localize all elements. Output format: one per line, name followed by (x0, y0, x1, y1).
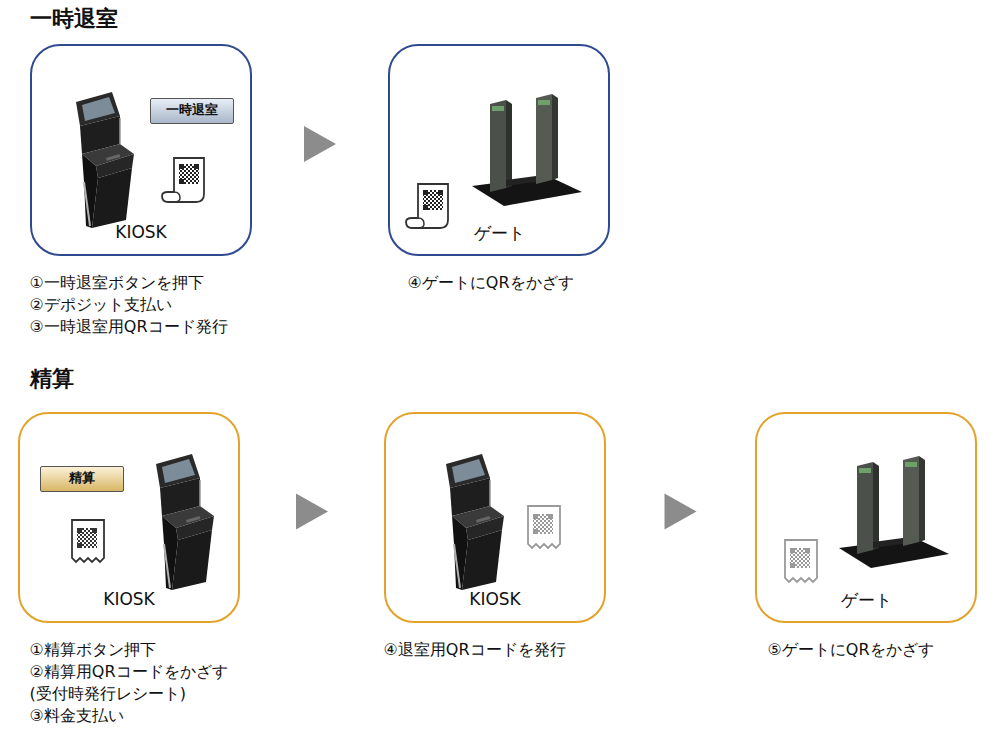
step-text: ③一時退室用QRコード発行 (30, 316, 228, 338)
arrow-head (296, 494, 328, 530)
box-label: KIOSK (20, 589, 238, 609)
step-text: ②精算用QRコードをかざす (受付時発行レシート) (30, 661, 242, 705)
section-heading: 一時退室 (30, 4, 118, 34)
process-box: ゲート④ゲートにQRをかざす (388, 44, 610, 256)
step-text: ④ゲートにQRをかざす (408, 272, 574, 294)
step-list: ④ゲートにQRをかざす (408, 272, 574, 294)
step-text: ③料金支払い (30, 705, 242, 727)
illustration-icon (432, 454, 512, 594)
step-text: ⑤ゲートにQRをかざす (768, 639, 934, 661)
illustration-icon (68, 518, 108, 564)
process-box: KIOSK①精算ボタン押下②精算用QRコードをかざす (受付時発行レシート)③料… (18, 412, 240, 623)
arrow-head (304, 126, 336, 162)
box-label: KIOSK (32, 222, 250, 242)
step-text: ②デポジット支払い (30, 294, 228, 316)
button-text: 精算 (63, 470, 101, 485)
step-text: ④退室用QRコードを発行 (384, 639, 566, 661)
illustration-icon (62, 92, 142, 232)
illustration-icon (160, 154, 210, 206)
step-text: ①精算ボタン押下 (30, 639, 242, 661)
illustration-icon (781, 538, 821, 584)
box-label: KIOSK (386, 589, 604, 609)
illustration-icon (470, 94, 585, 209)
arrow-head (665, 494, 697, 530)
button-label: 一時退室 (150, 98, 234, 124)
illustration-icon (837, 456, 952, 571)
illustration-icon (524, 504, 564, 550)
step-list: ④退室用QRコードを発行 (384, 639, 566, 661)
flow-arrow (304, 126, 336, 162)
button-label: 精算 (40, 466, 124, 492)
step-text: ①一時退室ボタンを押下 (30, 272, 228, 294)
step-list: ⑤ゲートにQRをかざす (768, 639, 934, 661)
process-box: KIOSK④退室用QRコードを発行 (384, 412, 606, 623)
flow-arrow (296, 494, 328, 530)
button-text: 一時退室 (160, 102, 224, 117)
section-heading: 精算 (30, 364, 74, 394)
step-list: ①一時退室ボタンを押下②デポジット支払い③一時退室用QRコード発行 (30, 272, 228, 338)
box-label: ゲート (757, 589, 975, 612)
box-label: ゲート (390, 222, 608, 245)
process-box: ゲート⑤ゲートにQRをかざす (755, 412, 977, 623)
illustration-icon (404, 180, 454, 232)
flow-arrow (665, 494, 697, 530)
illustration-icon (142, 454, 222, 594)
process-box: KIOSK①一時退室ボタンを押下②デポジット支払い③一時退室用QRコード発行一時… (30, 44, 252, 256)
step-list: ①精算ボタン押下②精算用QRコードをかざす (受付時発行レシート)③料金支払い (30, 639, 242, 727)
